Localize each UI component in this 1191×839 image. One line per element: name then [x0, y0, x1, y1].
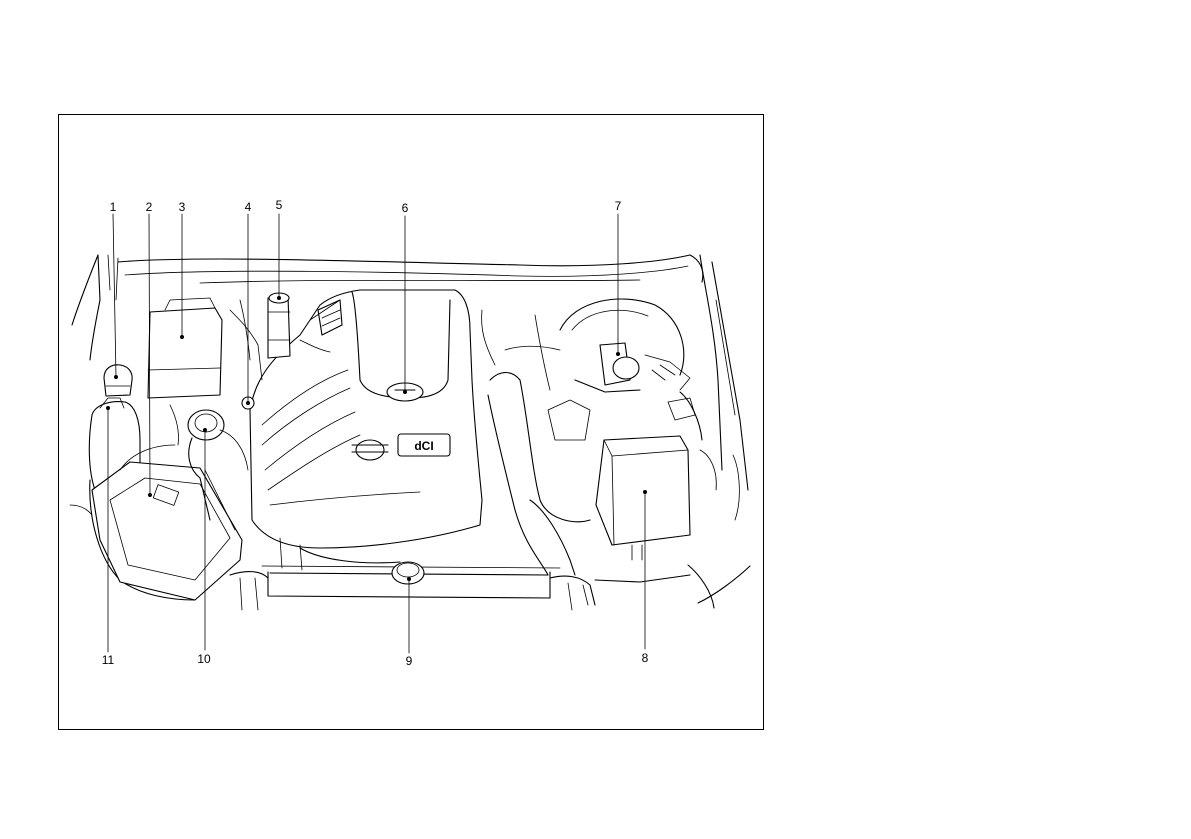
callout-6: 6: [402, 201, 409, 215]
callout-11: 11: [102, 653, 115, 667]
engine-badge-text: dCI: [414, 439, 433, 453]
callout-2: 2: [146, 200, 153, 214]
callout-5: 5: [276, 198, 283, 212]
callout-3: 3: [179, 200, 186, 214]
callout-10: 10: [197, 652, 211, 666]
right-components: [482, 299, 717, 575]
callout-1: 1: [110, 200, 117, 214]
callout-4: 4: [245, 200, 252, 214]
callout-9: 9: [406, 654, 413, 668]
callout-7: 7: [615, 199, 622, 213]
engine-bay-diagram: dCI: [58, 114, 764, 730]
callout-8: 8: [642, 651, 649, 665]
front-crossmember: [230, 566, 690, 610]
